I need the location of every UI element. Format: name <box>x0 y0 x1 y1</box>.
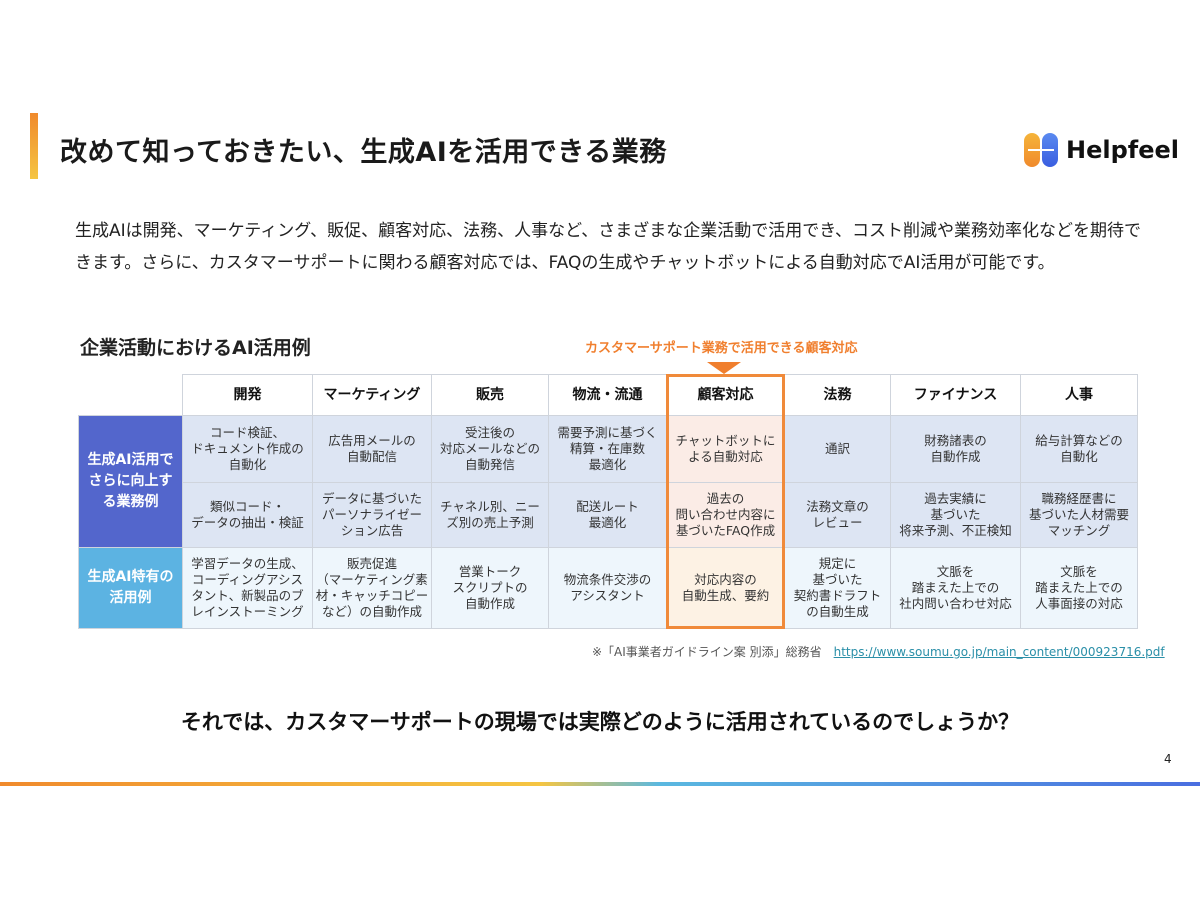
column-header: 開発 <box>182 374 313 416</box>
customer-support-callout: カスタマーサポート業務で活用できる顧客対応 <box>585 341 858 356</box>
row-label-enhanced: 生成AI活用で さらに向上す る業務例 <box>78 415 183 548</box>
column-header: マーケティング <box>312 374 432 416</box>
page-number: 4 <box>1164 752 1172 766</box>
helpfeel-logo: Helpfeel <box>1024 133 1179 167</box>
table-cell: 職務経歴書に 基づいた人材需要 マッチング <box>1020 482 1138 548</box>
table-cell: 受注後の 対応メールなどの 自動発信 <box>431 415 549 483</box>
title-accent-bar <box>30 113 38 179</box>
table-cell: 文脈を 踏まえた上での 人事面接の対応 <box>1020 547 1138 629</box>
table-cell: チャットボットに よる自動対応 <box>666 415 785 483</box>
table-cell: 法務文章の レビュー <box>784 482 891 548</box>
row-label-generative: 生成AI特有の 活用例 <box>78 547 183 629</box>
logo-mark-icon <box>1024 133 1058 167</box>
table-cell: 文脈を 踏まえた上での 社内問い合わせ対応 <box>890 547 1021 629</box>
table-cell: 過去の 問い合わせ内容に 基づいたFAQ作成 <box>666 482 785 548</box>
table-cell: 学習データの生成、 コーディングアシス タント、新製品のブ レインストーミング <box>182 547 313 629</box>
table-title: 企業活動におけるAI活用例 <box>80 337 311 359</box>
intro-paragraph: 生成AIは開発、マーケティング、販促、顧客対応、法務、人事など、さまざまな企業活… <box>75 221 1142 273</box>
table-cell: 給与計算などの 自動化 <box>1020 415 1138 483</box>
bottom-gradient-bar <box>0 782 1200 786</box>
column-header: ファイナンス <box>890 374 1021 416</box>
table-cell: 配送ルート 最適化 <box>548 482 667 548</box>
table-cell: 規定に 基づいた 契約書ドラフト の自動生成 <box>784 547 891 629</box>
table-cell: 財務諸表の 自動作成 <box>890 415 1021 483</box>
table-cell: データに基づいた パーソナライゼー ション広告 <box>312 482 432 548</box>
table-cell: 対応内容の 自動生成、要約 <box>666 547 785 629</box>
table-cell: 過去実績に 基づいた 将来予測、不正検知 <box>890 482 1021 548</box>
closing-question: それでは、カスタマーサポートの現場では実際どのように活用されているのでしょうか？ <box>180 710 1020 734</box>
source-link[interactable]: https://www.soumu.go.jp/main_content/000… <box>833 645 1165 659</box>
column-header: 顧客対応 <box>666 374 785 416</box>
table-cell: 営業トーク スクリプトの 自動作成 <box>431 547 549 629</box>
table-cell: 販売促進 （マーケティング素 材・キャッチコピー など）の自動作成 <box>312 547 432 629</box>
source-text: ※「AI事業者ガイドライン案 別添」総務省 <box>592 645 822 659</box>
source-note: ※「AI事業者ガイドライン案 別添」総務省 https://www.soumu.g… <box>592 643 1165 660</box>
callout-arrow-icon <box>707 362 741 374</box>
column-header: 物流・流通 <box>548 374 667 416</box>
column-header: 人事 <box>1020 374 1138 416</box>
page-title: 改めて知っておきたい、生成AIを活用できる業務 <box>60 137 667 168</box>
table-cell: 類似コード・ データの抽出・検証 <box>182 482 313 548</box>
table-cell: 需要予測に基づく 精算・在庫数 最適化 <box>548 415 667 483</box>
column-header: 法務 <box>784 374 891 416</box>
table-cell: 物流条件交渉の アシスタント <box>548 547 667 629</box>
column-header: 販売 <box>431 374 549 416</box>
logo-text: Helpfeel <box>1066 136 1179 164</box>
table-cell: 通訳 <box>784 415 891 483</box>
table-cell: 広告用メールの 自動配信 <box>312 415 432 483</box>
table-cell: コード検証、 ドキュメント作成の 自動化 <box>182 415 313 483</box>
table-cell: チャネル別、ニー ズ別の売上予測 <box>431 482 549 548</box>
